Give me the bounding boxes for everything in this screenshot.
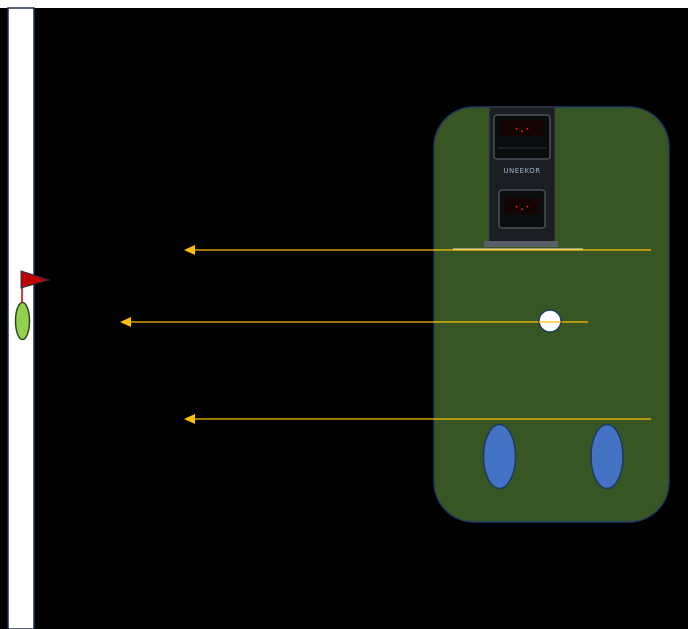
lower-led-glyph: ·.· (514, 203, 530, 213)
brand-label: UNEEKOR (503, 167, 540, 175)
left-foot-icon (484, 425, 516, 489)
right-foot-icon (591, 425, 623, 489)
launch-monitor-base (484, 241, 558, 247)
golf-ball-icon (539, 310, 561, 332)
launch-monitor-icon: ·.· UNEEKOR ·.· (484, 107, 558, 247)
target-oval (16, 303, 30, 340)
upper-led-glyph: ·.· (514, 125, 530, 135)
